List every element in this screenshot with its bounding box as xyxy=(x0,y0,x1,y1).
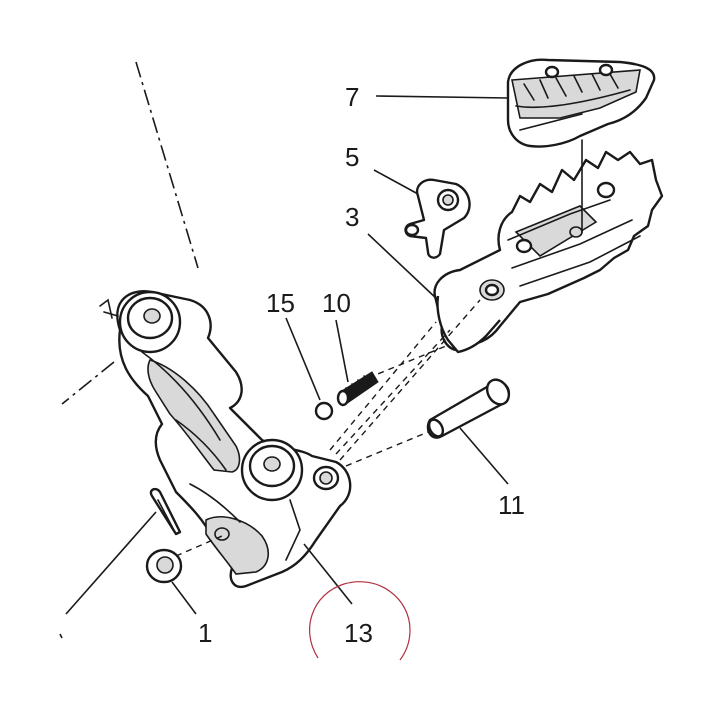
footpeg-bracket xyxy=(99,290,352,589)
detent-ball xyxy=(314,401,334,421)
leader-15 xyxy=(285,317,321,401)
callout-3: 3 xyxy=(345,202,359,232)
adapter-plate xyxy=(404,178,471,259)
footpeg xyxy=(433,150,664,354)
assembly-line-3 xyxy=(329,321,437,451)
assembly-line-4 xyxy=(345,431,429,467)
callout-13: 13 xyxy=(344,618,373,648)
leader-11 xyxy=(459,427,509,485)
leader-1 xyxy=(171,581,197,615)
highlight-circle xyxy=(309,581,411,661)
callout-11: 11 xyxy=(498,490,525,520)
split-pin xyxy=(149,487,182,536)
leader-7 xyxy=(375,95,509,99)
washer xyxy=(145,548,183,584)
callout-5: 5 xyxy=(345,142,359,172)
leader-3 xyxy=(367,233,439,301)
leader-13 xyxy=(303,543,353,605)
leader-5 xyxy=(373,169,419,195)
axis-centerline-left xyxy=(61,361,115,405)
leader-pin xyxy=(65,511,157,615)
rubber-pad xyxy=(506,58,656,148)
callout-7: 7 xyxy=(345,82,359,112)
assembly-line-6 xyxy=(175,535,223,557)
leader-stub xyxy=(59,633,63,639)
pivot-pin xyxy=(426,378,511,439)
callout-15: 15 xyxy=(266,288,295,318)
spring xyxy=(336,371,379,407)
assembly-line-5 xyxy=(367,345,447,379)
callout-1: 1 xyxy=(198,618,212,648)
assembly-line-2 xyxy=(339,299,481,461)
leader-10 xyxy=(335,319,349,383)
axis-centerline-top xyxy=(135,61,199,269)
callout-10: 10 xyxy=(322,288,351,318)
